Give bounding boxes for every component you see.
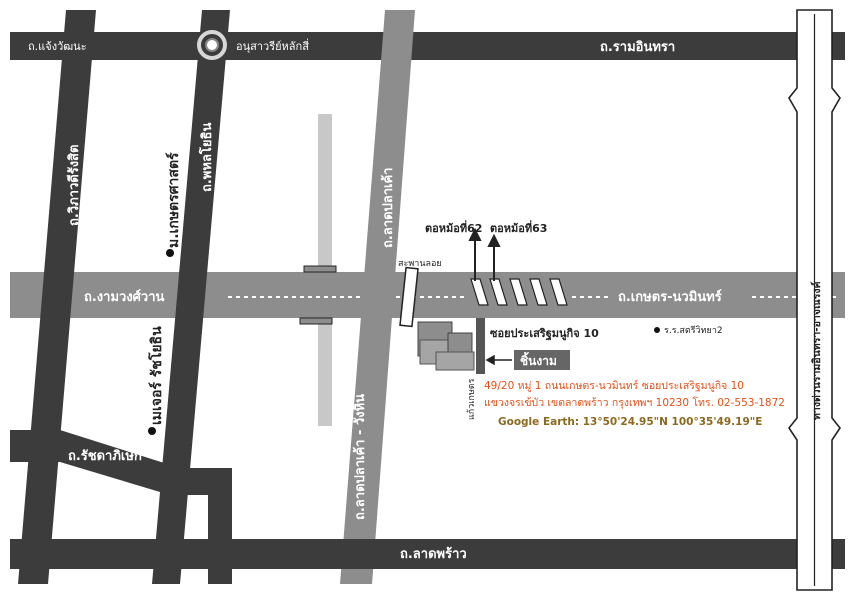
road-label-lat-phrao: ถ.ลาดพร้าว	[400, 546, 467, 562]
side-lane-label: แก้วเกษตร	[466, 378, 477, 420]
dot-marker-icon	[166, 249, 174, 257]
uturn-63-label: ตอหม้อที่63	[490, 220, 547, 235]
road-label-lat-pla-khao-wang-hin: ถ.ลาดปลาเค้า - วังหิน	[352, 394, 368, 520]
road-label-ram-inthra: ถ.รามอินทรา	[600, 40, 675, 55]
dot-marker-icon	[148, 427, 156, 435]
footbridge	[399, 266, 419, 328]
road-label-ratchadaphisek: ถ.รัชดาภิเษก	[68, 449, 142, 464]
road-label-phahonyothin: ถ.พหลโยธิน	[198, 123, 215, 192]
road-label-lat-pla-khao: ถ.ลาดปลาเค้า	[380, 168, 396, 248]
monument-label: อนุสาวรีย์หลักสี่	[236, 38, 309, 53]
soi-label: ซอยประเสริฐมนูกิจ 10	[490, 327, 599, 341]
overpass-block	[303, 265, 337, 273]
road-lat-phrao	[10, 539, 845, 569]
address-line-1: 49/20 หมู่ 1 ถนนเกษตร-นวมินทร์ ซอยประเสร…	[484, 379, 744, 392]
address-line-2: แขวงจรเข้บัว เขตลาดพร้าว กรุงเทพฯ 10230 …	[484, 396, 785, 409]
overpass-block	[299, 317, 333, 325]
destination-tag	[514, 350, 570, 370]
dot-marker-icon	[654, 327, 660, 333]
school-label: ร.ร.สตรีวิทยา2	[664, 325, 723, 336]
destination-label: ชิ้นงาม	[520, 351, 557, 368]
road-lat-pla-khao	[340, 10, 415, 584]
road-ratchadaphisek	[10, 430, 232, 584]
destination-building	[417, 321, 475, 371]
arrow-left-icon	[485, 354, 512, 366]
major-label: เมเจอร์ รัชโยธิน	[147, 326, 165, 425]
road-label-ngam-wong-wan: ถ.งามวงศ์วาน	[84, 289, 165, 305]
expressway-label: ทางด่วนรามอินทรา-อาจณรงค์	[810, 282, 823, 420]
road-ngam-wong-wan-kaset-nawamin	[10, 272, 845, 318]
pier-row	[470, 278, 568, 306]
kasetsart-label: ม.เกษตรศาสตร์	[165, 152, 182, 248]
google-earth-coords: Google Earth: 13°50'24.95"N 100°35'49.19…	[498, 416, 762, 428]
road-label-chaeng-watthana: ถ.แจ้งวัฒนะ	[28, 40, 87, 53]
uturn-62-label: ตอหม้อที่62	[425, 220, 482, 235]
arrow-up-icon	[468, 227, 501, 281]
side-lane	[476, 318, 485, 374]
circle-monument-icon-inner	[205, 38, 219, 52]
road-phahonyothin	[152, 10, 230, 584]
road-label-kaset-nawamin: ถ.เกษตร-นวมินทร์	[618, 289, 722, 305]
footbridge-label: สะพานลอย	[398, 259, 442, 269]
road-label-vibhavadi: ถ.วิภาวดีรังสิต	[66, 145, 82, 226]
road-chaeng-watthana-ram-inthra	[10, 32, 845, 60]
